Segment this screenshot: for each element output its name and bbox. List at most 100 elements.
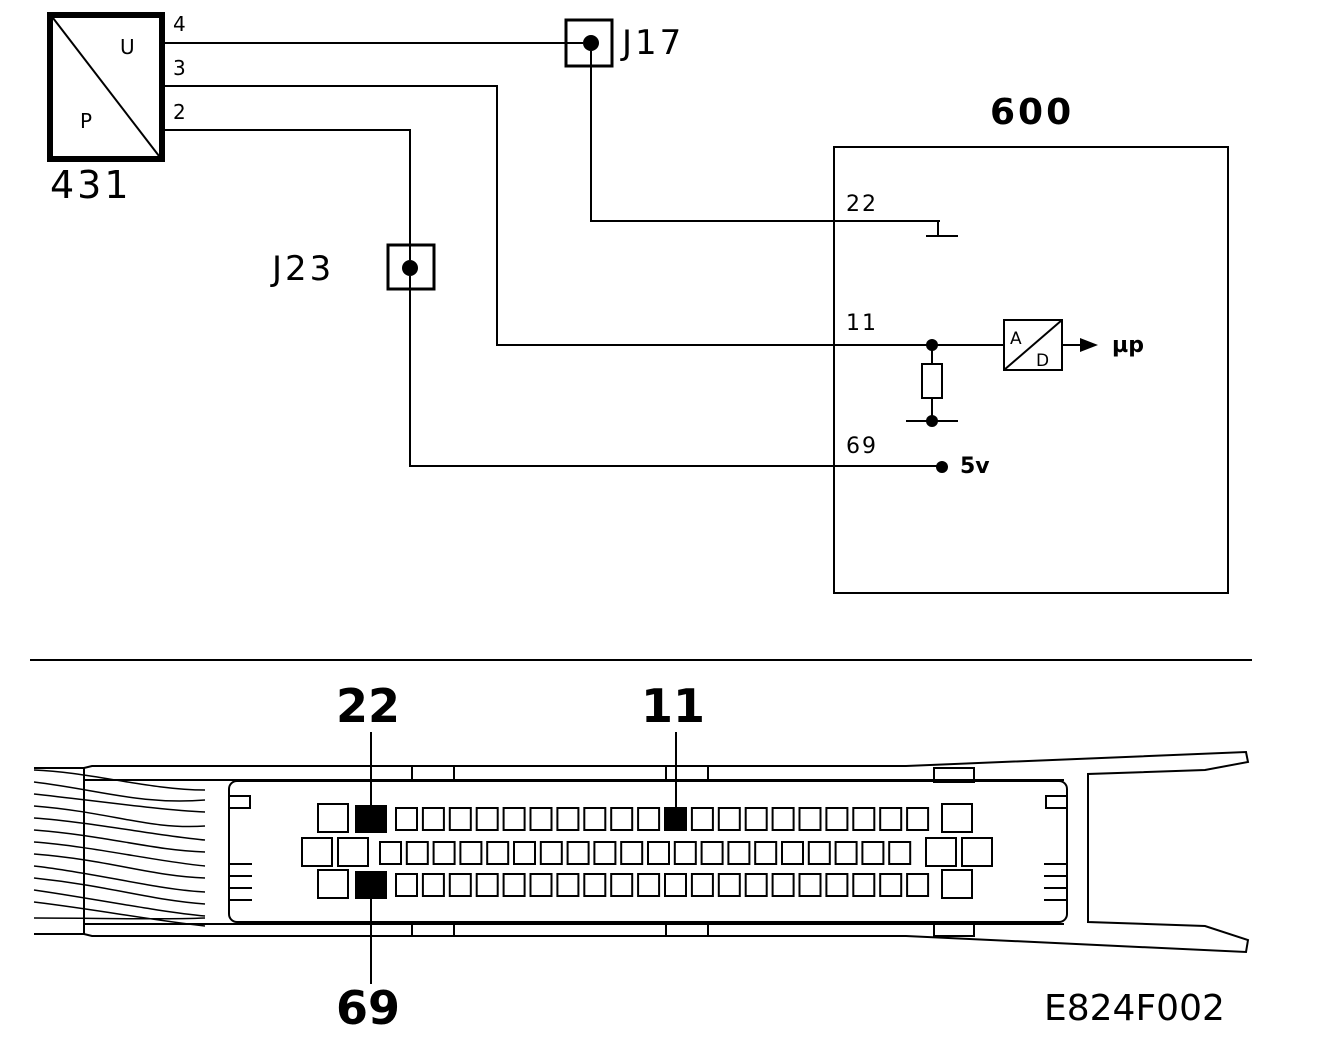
pin-cavity	[448, 807, 472, 831]
ground-symbol	[926, 221, 958, 237]
pin-cavity-large	[317, 803, 349, 833]
pin-cavity	[432, 841, 456, 865]
pin-cavity	[690, 873, 714, 897]
pin-cavity	[405, 841, 429, 865]
pin-cavity	[610, 807, 634, 831]
reference-code: E824F002	[1044, 988, 1225, 1029]
ecu-connector	[33, 732, 1250, 984]
pin-cavity	[556, 873, 580, 897]
pin-cavity	[459, 841, 483, 865]
junction-j23	[386, 243, 436, 291]
pin-cavity	[513, 841, 536, 865]
pin-cavity	[834, 841, 858, 865]
pin-cavity	[798, 873, 822, 897]
ecu-600-box	[833, 146, 1229, 594]
pin-cavity	[502, 807, 526, 831]
pin-cavity	[906, 807, 930, 831]
connector-label-11: 11	[641, 679, 705, 733]
pin-cavity	[825, 873, 849, 897]
pull-resistor	[906, 339, 958, 427]
pin-cavity	[583, 873, 607, 897]
pin-cavity-large	[925, 837, 957, 867]
pin-cavity	[771, 807, 795, 831]
pin-cavity	[556, 807, 580, 831]
pin-cavity	[798, 807, 822, 831]
ecu-pin-69-label: 69	[846, 434, 878, 459]
pin-cavity	[502, 873, 526, 897]
pin-cavity	[744, 873, 768, 897]
connector-label-69: 69	[336, 981, 400, 1035]
pin-cavity	[771, 873, 795, 897]
pin-cavity	[861, 841, 885, 865]
pin-cavity	[879, 807, 903, 831]
ecu-pin-11-label: 11	[846, 311, 878, 336]
pin-cavity	[395, 807, 418, 831]
pin-cavity	[906, 873, 930, 897]
pin-cavity	[421, 807, 445, 831]
supply-5v-label: 5v	[960, 454, 990, 479]
pin-cavity	[744, 807, 768, 831]
pin-cavity	[717, 873, 741, 897]
pin-cavity	[852, 873, 876, 897]
pin-cavity	[717, 807, 741, 831]
ad-converter	[1003, 319, 1063, 371]
pin-cavity-large	[337, 837, 369, 867]
sensor-bottom-letter: P	[80, 109, 92, 133]
pin-cavity	[754, 841, 778, 865]
pin-cavity-large	[941, 803, 973, 833]
pin-cavity	[529, 807, 553, 831]
output-arrow	[1080, 338, 1098, 352]
sensor-pin-4-label: 4	[173, 12, 186, 36]
pin-cavity	[852, 807, 876, 831]
supply-node	[936, 461, 948, 473]
pin-cavity	[475, 873, 499, 897]
pin-cavity	[700, 841, 724, 865]
ecu-id-label: 600	[990, 92, 1074, 133]
pin-cavity	[637, 807, 661, 831]
pin-cavity	[673, 841, 697, 865]
wire-pin-2	[162, 129, 940, 467]
pin-cavity-11	[664, 807, 687, 831]
pin-cavity	[593, 841, 617, 865]
pin-cavity	[781, 841, 804, 865]
wire-pin-4	[162, 42, 940, 222]
pin-cavity	[486, 841, 510, 865]
pin-cavity	[888, 841, 912, 865]
pin-cavity	[727, 841, 751, 865]
junction-j17	[564, 18, 614, 68]
sensor-pin-2-label: 2	[173, 100, 186, 124]
pin-cavity	[637, 873, 661, 897]
pin-cavity	[879, 873, 903, 897]
pin-cavity-22	[355, 805, 387, 833]
pin-cavity	[807, 841, 831, 865]
sensor-top-letter: U	[120, 35, 135, 59]
pin-cavity	[566, 841, 590, 865]
pin-cavity-69	[355, 871, 387, 899]
pin-cavity	[475, 807, 499, 831]
adc-bottom-letter: D	[1036, 351, 1049, 371]
pin-cavity	[583, 807, 607, 831]
pin-cavity	[610, 873, 634, 897]
pin-cavity	[620, 841, 644, 865]
pin-cavity	[379, 841, 402, 865]
pin-cavity	[825, 807, 849, 831]
sensor-id-label: 431	[50, 163, 132, 207]
junction-j17-label: J17	[620, 23, 684, 63]
pin-cavity	[539, 841, 563, 865]
pin-cavity-large	[941, 869, 973, 899]
pin-cavity	[529, 873, 553, 897]
junction-j23-label: J23	[270, 249, 334, 289]
connector-label-22: 22	[336, 679, 400, 733]
microprocessor-label: µp	[1112, 333, 1144, 358]
sensor-pin-3-label: 3	[173, 56, 186, 80]
pin-cavity	[664, 873, 687, 897]
pressure-sensor-431	[47, 12, 165, 162]
adc-top-letter: A	[1010, 329, 1022, 349]
pin-cavity	[395, 873, 418, 897]
ecu-pin-22-label: 22	[846, 192, 878, 217]
pin-cavity	[690, 807, 714, 831]
pin-cavity	[647, 841, 670, 865]
pin-cavity-large	[961, 837, 993, 867]
pin-cavity	[421, 873, 445, 897]
